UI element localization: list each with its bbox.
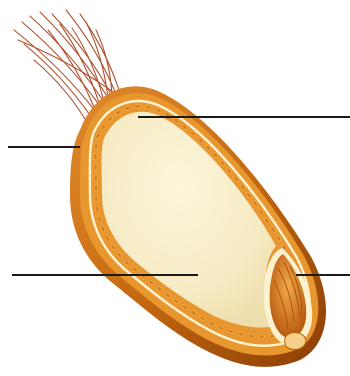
aleurone-cell: [94, 164, 98, 170]
aleurone-cell: [94, 195, 98, 201]
aleurone-cell: [94, 153, 98, 159]
hair-strand: [14, 30, 96, 112]
aleurone-cell: [135, 105, 141, 109]
aleurone-cell: [94, 174, 98, 180]
aleurone-cell: [94, 185, 98, 191]
aleurone-cell: [258, 335, 265, 339]
